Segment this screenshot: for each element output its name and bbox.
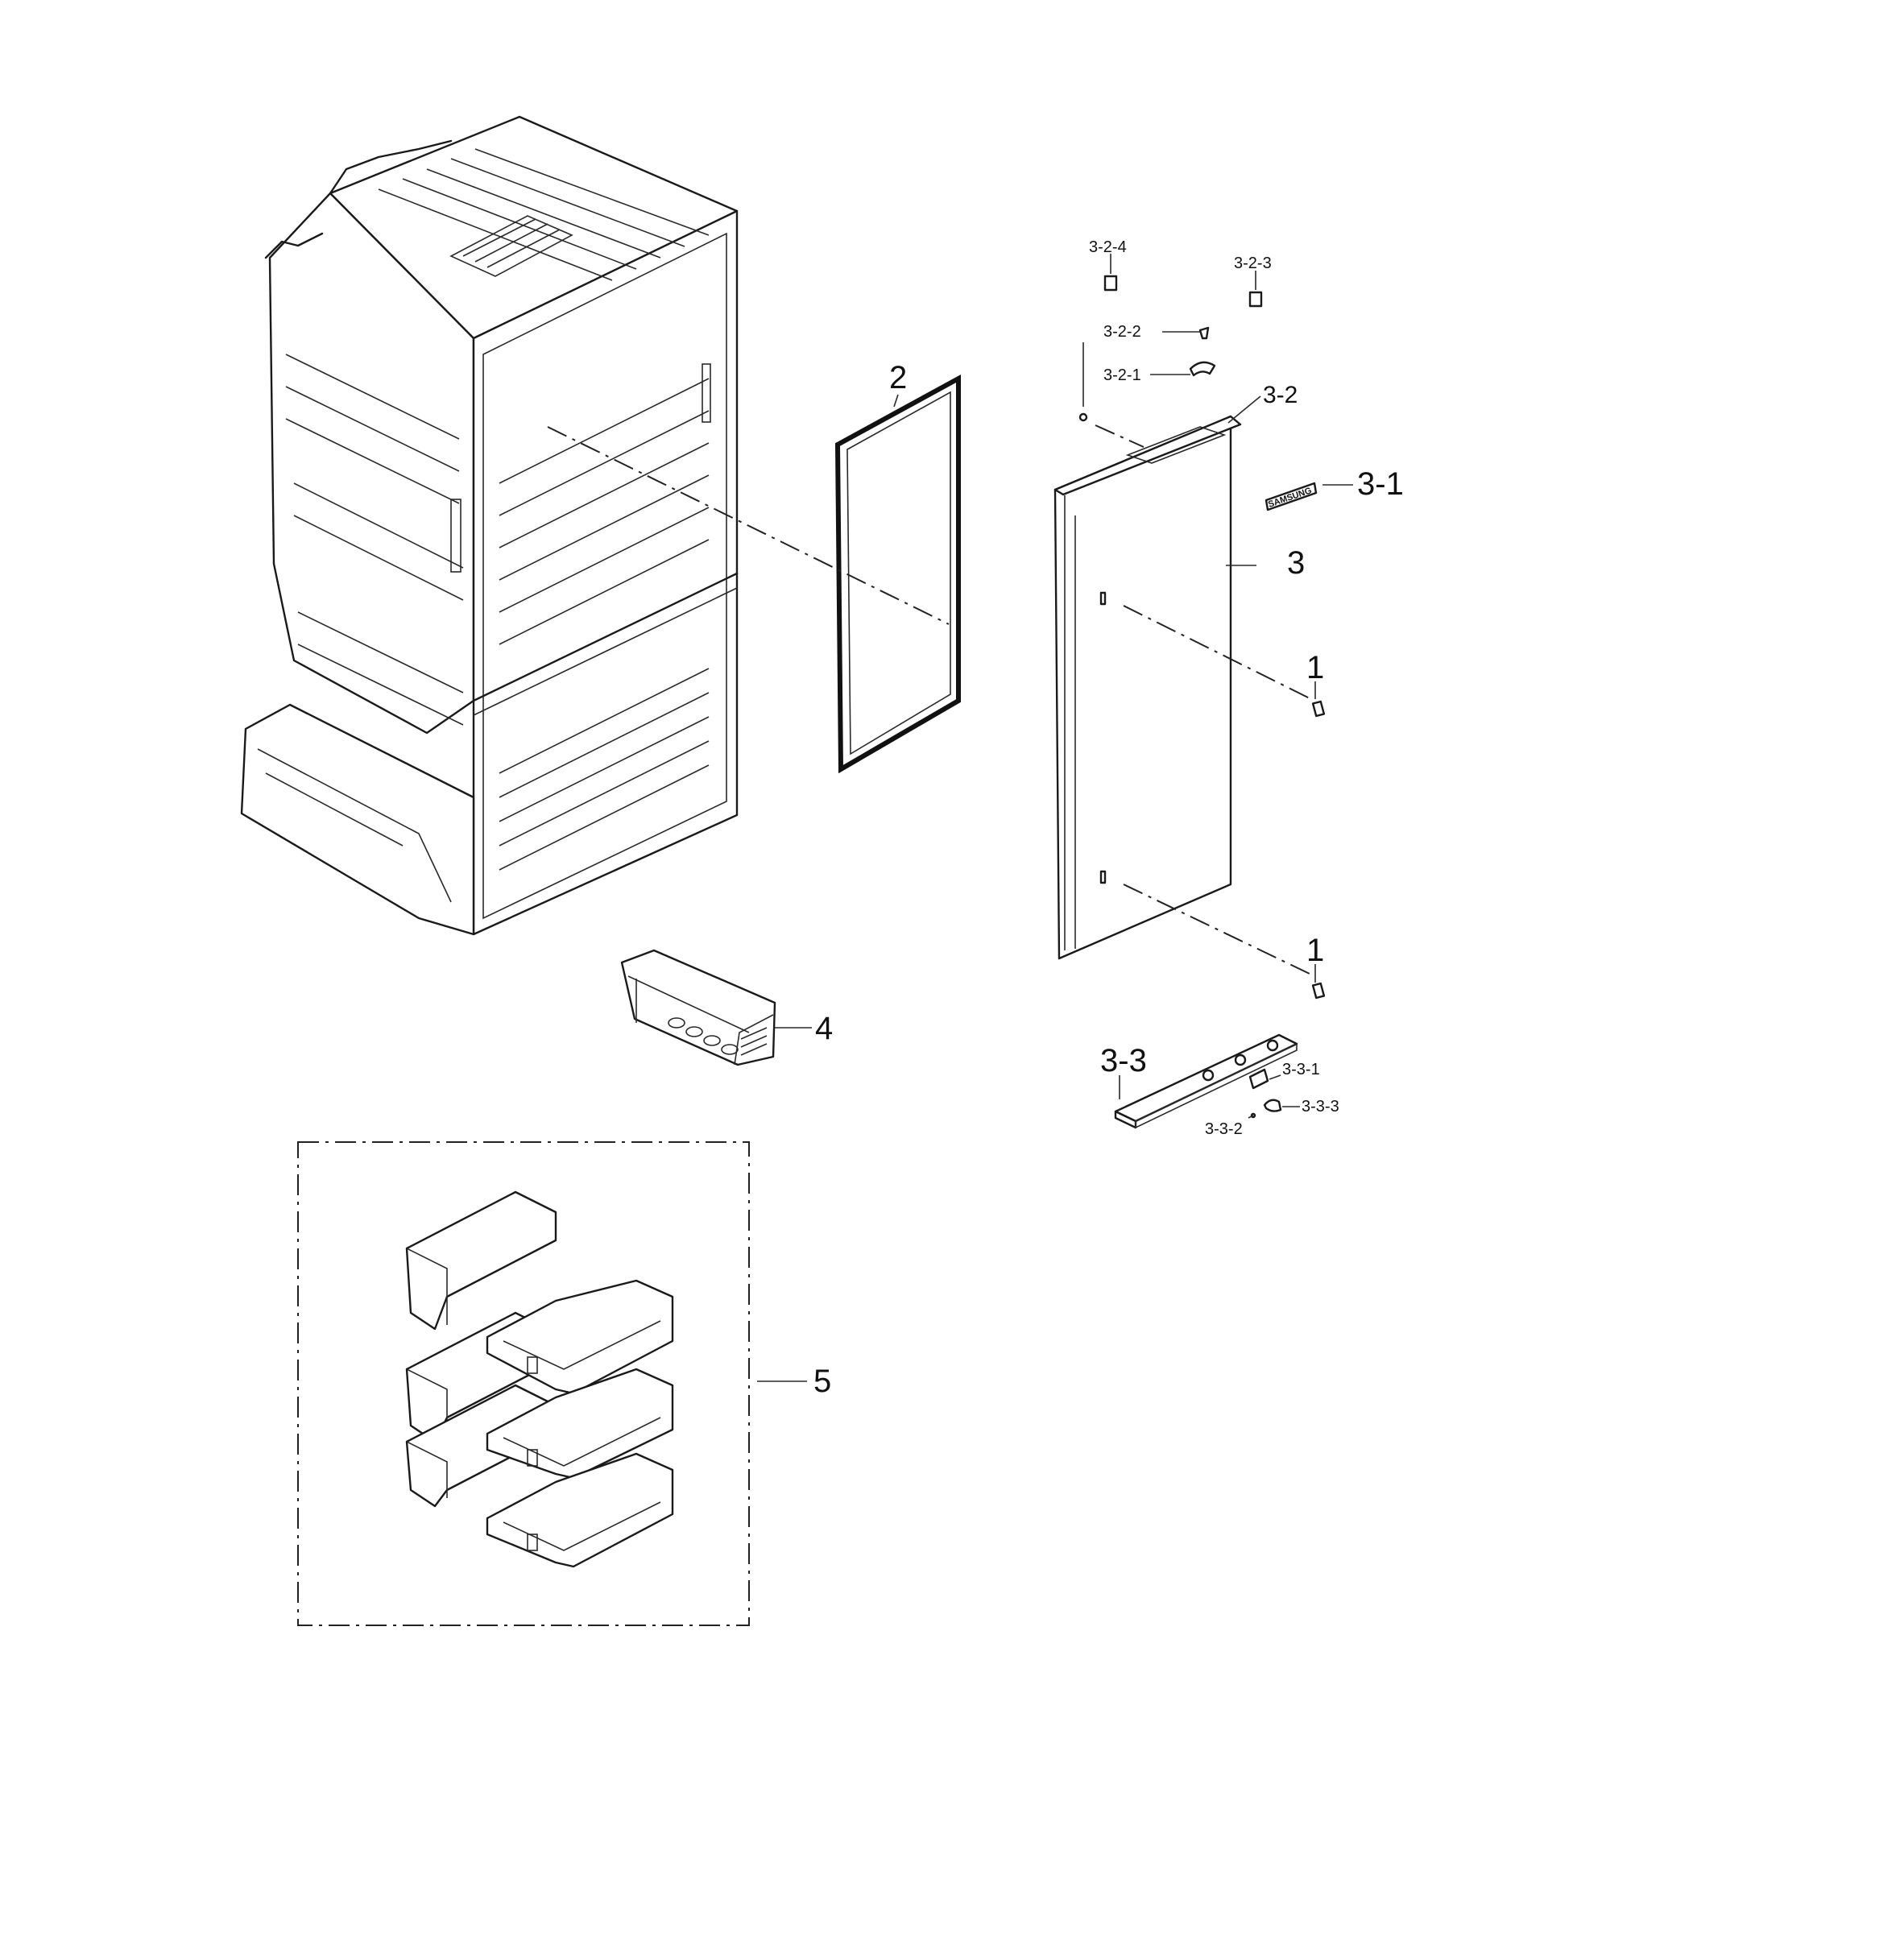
door-bin-set [405, 1190, 674, 1568]
label-part-3-2: 3-2 [1263, 382, 1298, 408]
label-part-3-3-1: 3-3-1 [1282, 1061, 1320, 1078]
refrigerator-cabinet [240, 115, 739, 936]
samsung-logo-text: SAMSUNG [1267, 486, 1313, 510]
hinge-cover-parts [1078, 275, 1263, 448]
label-part-3-2-4: 3-2-4 [1089, 238, 1127, 256]
label-part-2: 2 [889, 360, 907, 395]
label-part-3-3-3: 3-3-3 [1302, 1098, 1339, 1116]
door-bins-kit-box [297, 1141, 750, 1626]
part-labels: 2 3 3-1 3-2 3-2-1 3-2-2 3-2-3 3-2-4 1 1 … [813, 238, 1404, 1399]
label-part-3-2-2: 3-2-2 [1103, 323, 1141, 341]
label-part-3-3: 3-3 [1100, 1043, 1147, 1078]
door-gasket [834, 374, 961, 774]
label-part-3-1: 3-1 [1357, 466, 1404, 502]
refrigerator-door [1053, 415, 1242, 960]
label-part-3-2-1: 3-2-1 [1103, 366, 1141, 384]
label-part-1-top: 1 [1306, 650, 1324, 685]
lower-hinge-assembly [1114, 1033, 1298, 1129]
leader-lines [757, 254, 1353, 1382]
door-screw-line-bottom [1123, 884, 1312, 975]
label-part-3-3-2: 3-3-2 [1205, 1120, 1243, 1138]
label-part-4: 4 [815, 1011, 833, 1046]
label-part-1-bottom: 1 [1306, 933, 1324, 968]
egg-basket [620, 949, 776, 1066]
gasket-alignment-line [547, 426, 950, 625]
screw-bottom [1311, 982, 1326, 1000]
label-part-3-2-3: 3-2-3 [1234, 255, 1272, 272]
screw-top [1311, 700, 1326, 718]
samsung-logo-badge: SAMSUNG [1265, 482, 1318, 511]
label-part-3: 3 [1287, 545, 1305, 581]
label-part-5: 5 [813, 1364, 831, 1399]
